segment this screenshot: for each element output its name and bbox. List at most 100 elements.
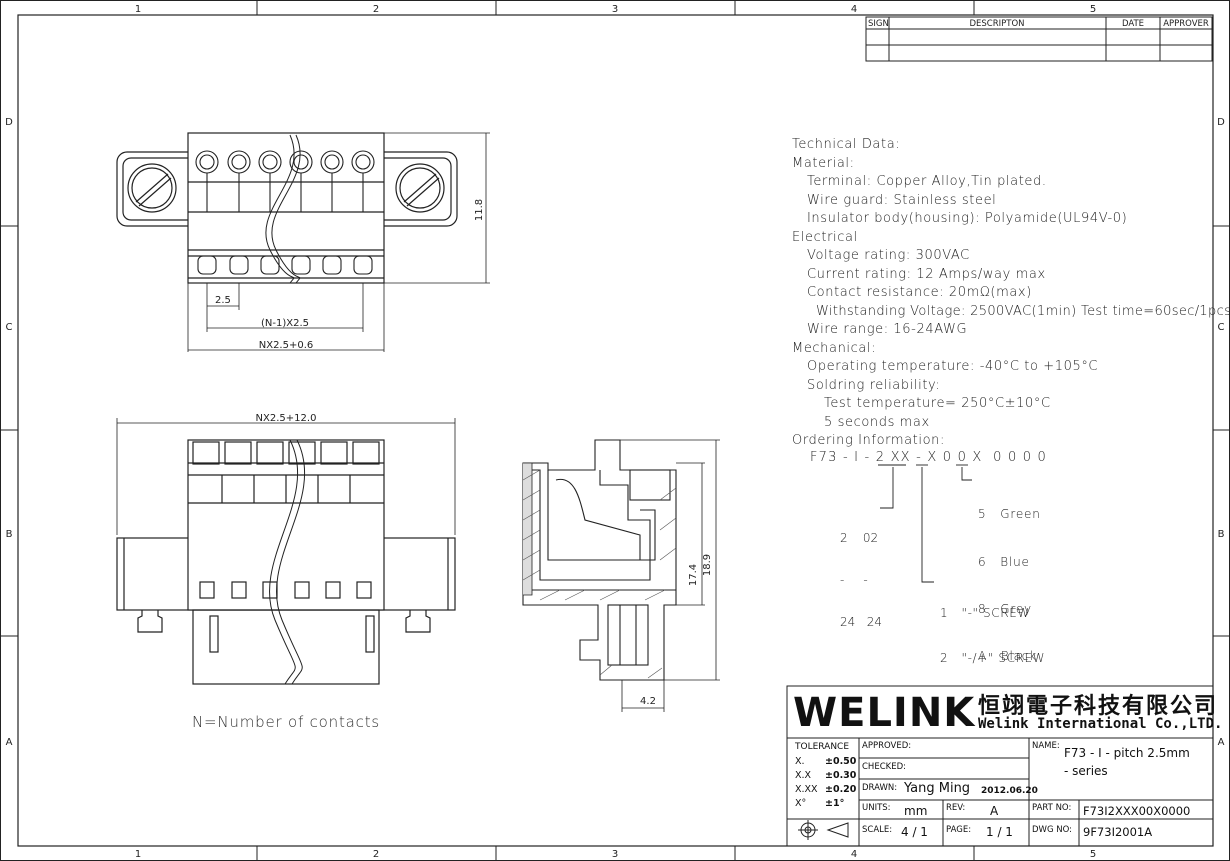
tech-title: Technical Data: xyxy=(792,137,901,152)
units-value: mm xyxy=(904,804,928,818)
tech-op-temp: Operating temperature: -40°C to +105°C xyxy=(807,359,1099,374)
row-label: D xyxy=(1217,117,1225,128)
col-label: 3 xyxy=(612,4,618,15)
side-view-drawing xyxy=(522,439,677,681)
pin-range-start: 2 02 xyxy=(840,531,879,545)
partno-value: F73I2XXX00X0000 xyxy=(1083,804,1191,818)
row-label: A xyxy=(6,737,13,748)
page-value: 1 / 1 xyxy=(986,825,1013,839)
front-view-drawing xyxy=(116,418,456,685)
side-view-dimensions xyxy=(620,439,720,712)
dim-side-189: 18.9 xyxy=(702,554,713,576)
col-label: 3 xyxy=(612,849,618,860)
side-view-hatching xyxy=(522,469,677,679)
units-label: UNITS: xyxy=(862,803,891,813)
row-label: B xyxy=(6,529,13,540)
dim-pitch: 2.5 xyxy=(215,295,231,306)
tol-value: ±1° xyxy=(825,798,845,809)
row-label: C xyxy=(6,322,13,333)
screw-options: 1 "-" SCREW 2 "-/+" SCREW xyxy=(940,576,1045,681)
name-label: NAME: xyxy=(1032,741,1060,751)
product-name-line2: - series xyxy=(1064,764,1108,778)
tol-value: ±0.30 xyxy=(825,770,857,781)
dim-height: 11.8 xyxy=(474,199,485,221)
rev-header-sign: SIGN xyxy=(868,19,889,29)
drawn-label: DRAWN: xyxy=(862,783,898,793)
dim-side-42: 4.2 xyxy=(640,696,656,707)
dwgno-value: 9F73I2001A xyxy=(1083,825,1153,839)
tech-terminal: Terminal: Copper Alloy,Tin plated. xyxy=(807,174,1047,189)
rev-header-date: DATE xyxy=(1122,19,1144,29)
row-label: B xyxy=(1218,529,1225,540)
tech-test-temp: Test temperature= 250°C±10°C xyxy=(824,396,1051,411)
drawn-by-name: Yang Ming xyxy=(904,781,971,796)
row-label: A xyxy=(1218,737,1225,748)
checked-label: CHECKED: xyxy=(862,762,906,772)
title-block-frame xyxy=(786,685,1214,847)
rev-label: REV: xyxy=(946,803,966,813)
tech-wire-range: Wire range: 16-24AWG xyxy=(807,322,968,337)
color-options: 5 Green 6 Blue 8 Grey A Black xyxy=(978,476,1041,680)
tol-key: X.XX xyxy=(795,784,818,795)
rev-header-descripton: DESCRIPTON xyxy=(969,19,1024,29)
partno-label: PART NO: xyxy=(1032,803,1072,813)
revision-table xyxy=(865,16,1213,62)
dim-total-width: NX2.5+0.6 xyxy=(259,340,314,351)
pin-options: 2 02 - - 24 24 xyxy=(840,503,882,643)
company-name-cn: 恒翊電子科技有限公司 xyxy=(978,693,1219,719)
technical-data: Technical Data: Material: Terminal: Copp… xyxy=(792,136,1230,451)
dim-n1-pitch: (N-1)X2.5 xyxy=(261,318,309,329)
col-label: 5 xyxy=(1090,4,1096,15)
tech-ordering: Ordering Information: xyxy=(792,433,945,448)
product-name-line1: F73 - I - pitch 2.5mm xyxy=(1064,746,1190,760)
tolerance-label: TOLERANCE xyxy=(795,742,850,752)
top-view-dimensions xyxy=(187,132,490,352)
top-view-drawing xyxy=(116,132,458,284)
contacts-note: N=Number of contacts xyxy=(192,713,380,731)
row-label: D xyxy=(5,117,13,128)
tech-material: Material: xyxy=(792,155,855,171)
company-logo: WELINK xyxy=(793,690,976,736)
projection-symbol xyxy=(798,820,849,840)
tech-voltage: Voltage rating: 300VAC xyxy=(807,248,970,263)
col-label: 4 xyxy=(851,849,857,860)
tol-value: ±0.20 xyxy=(825,784,857,795)
col-label: 2 xyxy=(373,4,379,15)
tech-wire-guard: Wire guard: Stainless steel xyxy=(807,192,997,208)
tol-key: X° xyxy=(795,798,807,809)
rev-header-approver: APPROVER xyxy=(1163,19,1209,29)
color-option: 6 Blue xyxy=(978,554,1030,569)
color-option: A Black xyxy=(978,648,1037,663)
rev-value: A xyxy=(990,804,999,818)
col-label: 4 xyxy=(851,4,857,15)
dim-side-174: 17.4 xyxy=(688,564,699,586)
top-view-wire-holes xyxy=(195,134,375,284)
scale-value: 4 / 1 xyxy=(901,825,928,839)
col-label: 1 xyxy=(135,849,141,860)
tol-value: ±0.50 xyxy=(825,756,857,767)
row-label: C xyxy=(1218,322,1225,333)
scale-label: SCALE: xyxy=(862,825,893,835)
screw-option: 1 "-" SCREW xyxy=(940,606,1030,620)
company-name-en: Welink International Co.,LTD. xyxy=(978,716,1223,732)
pin-range-dash: - - xyxy=(840,573,868,587)
ordering-leaders xyxy=(878,464,972,583)
tech-seconds: 5 seconds max xyxy=(824,414,930,430)
page-label: PAGE: xyxy=(946,825,972,835)
dwgno-label: DWG NO: xyxy=(1032,825,1073,835)
col-label: 2 xyxy=(373,849,379,860)
tech-soldering: Soldring reliability: xyxy=(807,377,941,393)
tech-withstanding: Withstanding Voltage: 2500VAC(1min) Test… xyxy=(816,303,1230,319)
tech-current: Current rating: 12 Amps/way max xyxy=(807,266,1046,282)
tech-contact-resistance: Contact resistance: 20mΩ(max) xyxy=(807,285,1032,300)
pin-range-end: 24 24 xyxy=(840,615,882,629)
tech-electrical: Electrical xyxy=(792,229,858,245)
tech-insulator: Insulator body(housing): Polyamide(UL94V… xyxy=(807,211,1128,226)
color-option: 8 Grey xyxy=(978,601,1032,616)
approved-label: APPROVED: xyxy=(862,741,912,751)
col-label: 1 xyxy=(135,4,141,15)
tol-key: X. xyxy=(795,756,805,767)
color-option: 5 Green xyxy=(978,507,1041,522)
dim-overall-width: NX2.5+12.0 xyxy=(256,413,317,424)
